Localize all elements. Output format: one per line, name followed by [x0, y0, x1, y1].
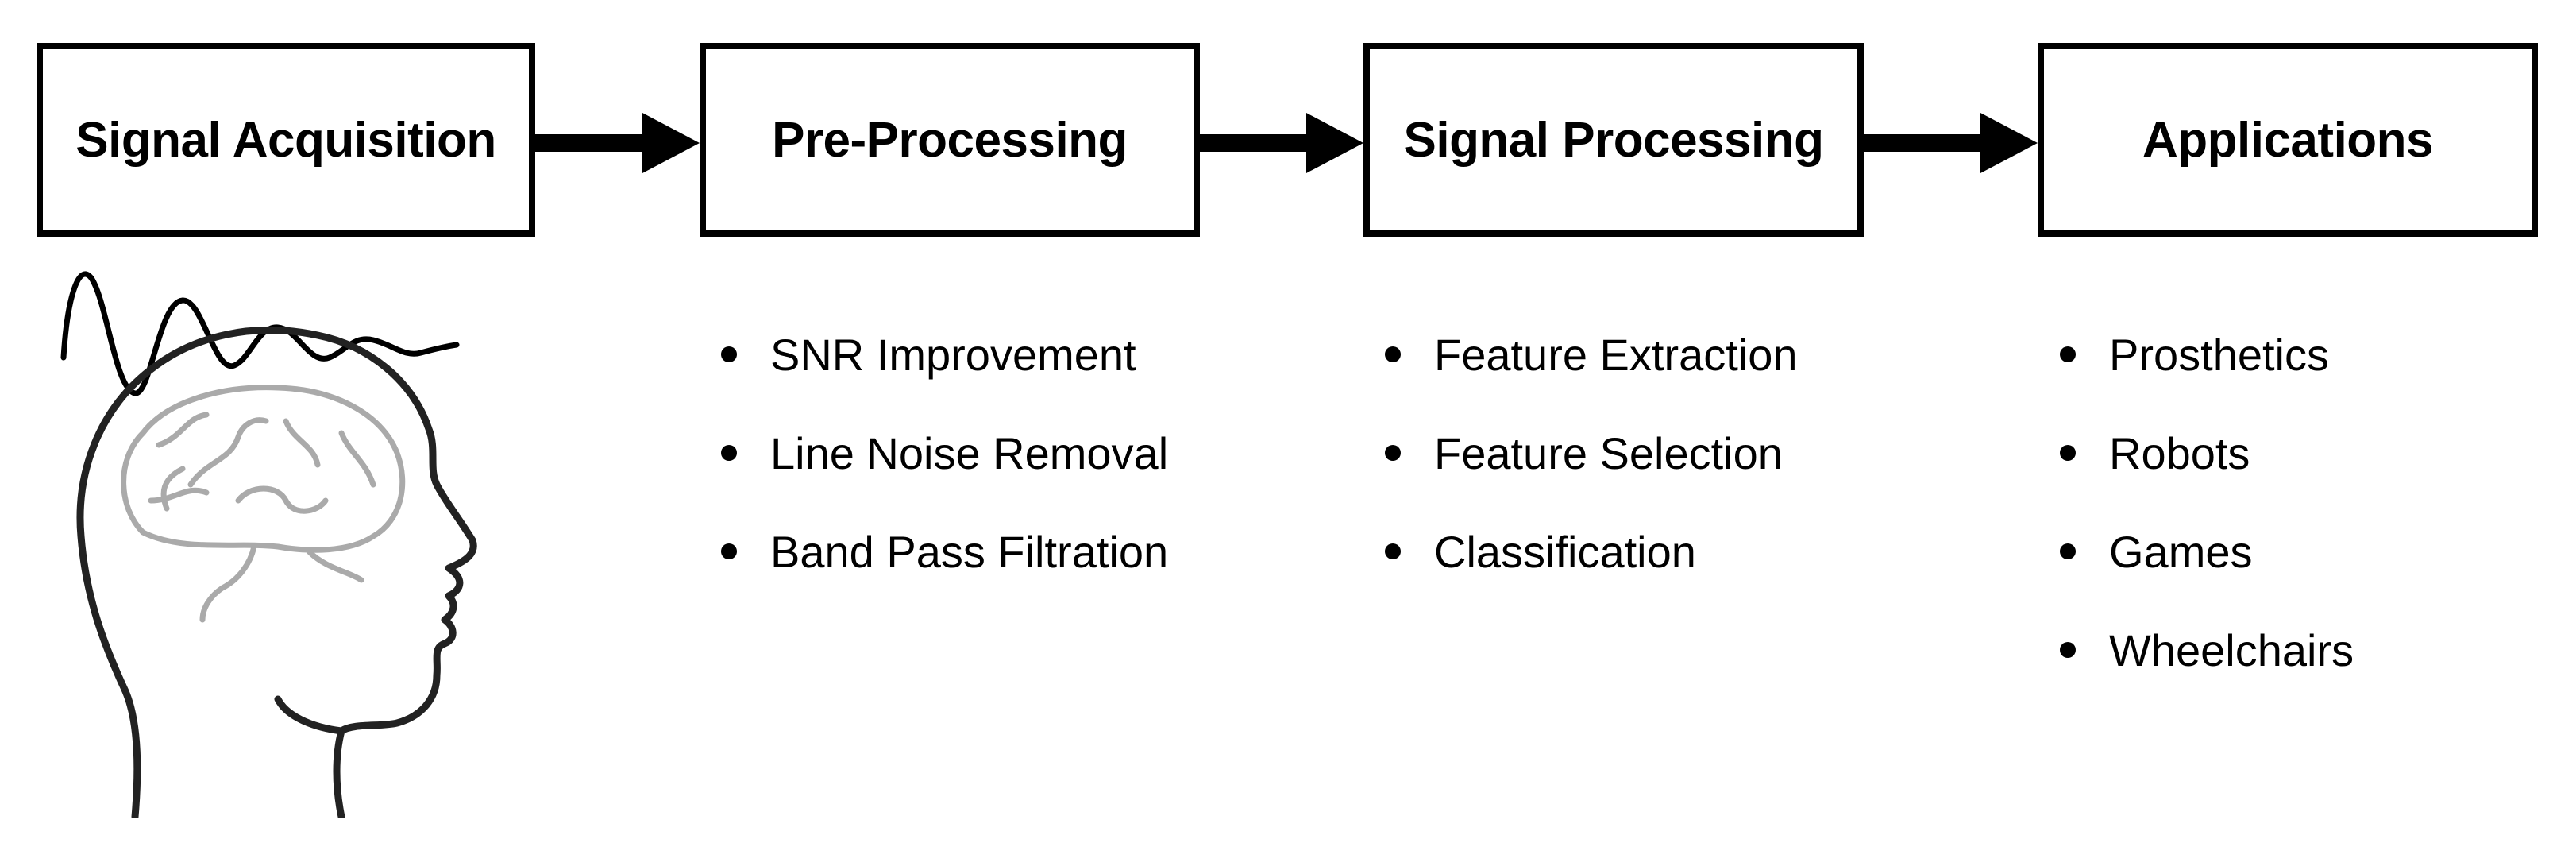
- applications-list: Prosthetics Robots Games Wheelchairs: [2060, 305, 2354, 699]
- list-item: Feature Selection: [1385, 404, 1798, 502]
- arrow-right-icon: [1200, 113, 1363, 173]
- pre-processing-list: SNR Improvement Line Noise Removal Band …: [721, 305, 1168, 601]
- list-item: Line Noise Removal: [721, 404, 1168, 502]
- stage-label: Signal Acquisition: [75, 112, 496, 168]
- stage-label: Signal Processing: [1403, 112, 1824, 168]
- arrow-right-icon: [1864, 113, 2038, 173]
- list-item: Prosthetics: [2060, 305, 2354, 404]
- bullet-icon: [1385, 543, 1401, 559]
- list-item-label: Feature Extraction: [1434, 329, 1798, 380]
- signal-processing-list: Feature Extraction Feature Selection Cla…: [1385, 305, 1798, 601]
- list-item-label: Games: [2109, 526, 2253, 577]
- bullet-icon: [2060, 346, 2076, 362]
- list-item: Classification: [1385, 502, 1798, 601]
- stage-box-signal-acquisition: Signal Acquisition: [37, 43, 535, 237]
- bullet-icon: [2060, 642, 2076, 658]
- list-item-label: Prosthetics: [2109, 329, 2329, 380]
- stage-box-pre-processing: Pre-Processing: [700, 43, 1200, 237]
- list-item: SNR Improvement: [721, 305, 1168, 404]
- bullet-icon: [2060, 445, 2076, 461]
- stage-label: Pre-Processing: [772, 112, 1128, 168]
- list-item-label: Classification: [1434, 526, 1696, 577]
- bullet-icon: [721, 346, 737, 362]
- brain-wave-icon: [60, 271, 460, 396]
- bullet-icon: [721, 445, 737, 461]
- head-outline-icon: [76, 327, 477, 818]
- list-item: Wheelchairs: [2060, 601, 2354, 699]
- list-item-label: Line Noise Removal: [770, 427, 1169, 478]
- bullet-icon: [1385, 346, 1401, 362]
- list-item: Games: [2060, 502, 2354, 601]
- list-item: Feature Extraction: [1385, 305, 1798, 404]
- stage-label: Applications: [2142, 112, 2434, 168]
- list-item-label: Feature Selection: [1434, 427, 1783, 478]
- stage-box-signal-processing: Signal Processing: [1363, 43, 1864, 237]
- list-item-label: Robots: [2109, 427, 2250, 478]
- list-item-label: Band Pass Filtration: [770, 526, 1169, 577]
- list-item-label: Wheelchairs: [2109, 625, 2354, 675]
- bullet-icon: [2060, 543, 2076, 559]
- stage-box-applications: Applications: [2038, 43, 2538, 237]
- list-item: Robots: [2060, 404, 2354, 502]
- bullet-icon: [1385, 445, 1401, 461]
- head-illustration: [60, 271, 477, 818]
- list-item: Band Pass Filtration: [721, 502, 1168, 601]
- brain-icon: [121, 385, 406, 623]
- bullet-icon: [721, 543, 737, 559]
- arrow-right-icon: [535, 113, 700, 173]
- list-item-label: SNR Improvement: [770, 329, 1136, 380]
